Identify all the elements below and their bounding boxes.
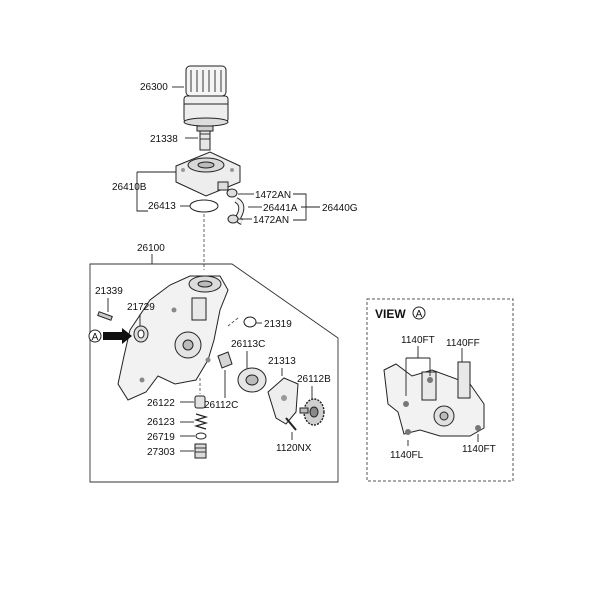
view-a-box <box>366 298 514 482</box>
oil-filter-label: 26300 <box>140 82 168 93</box>
oring-drawing <box>243 316 257 328</box>
oil-pump-assembly-label: 26100 <box>137 243 165 254</box>
relief-plug-label: 27303 <box>147 447 175 458</box>
view-box-marker-letter: A <box>416 309 423 320</box>
view-a-marker: A <box>88 328 132 344</box>
bolt-top-left-label: 1140FT <box>401 335 435 346</box>
front-seal-label: 21729 <box>127 302 155 313</box>
view-box-marker <box>412 306 426 320</box>
sprocket-drawing <box>299 398 325 426</box>
filter-housing-label: 26410B <box>112 182 147 193</box>
relief-plug-drawing <box>194 443 207 459</box>
relief-washer-drawing <box>195 432 207 440</box>
bolt-bottom-right-label: 1140FT <box>462 444 496 455</box>
hose-label: 26441A <box>263 203 298 214</box>
pump-body-drawing <box>117 275 229 401</box>
bolt-bottom-left-label: 1140FL <box>390 450 424 461</box>
cover-bolt-drawing <box>285 417 297 431</box>
pump-cover-label: 21313 <box>268 356 296 367</box>
hose-clamp-lower-label: 1472AN <box>253 215 289 226</box>
hose-assembly-label: 26440G <box>322 203 358 214</box>
relief-plunger-drawing <box>194 395 206 409</box>
assembly-outline <box>89 263 339 483</box>
hose-clamp-upper-label: 1472AN <box>255 190 291 201</box>
housing-gasket-drawing <box>189 199 219 213</box>
outer-rotor-label: 26112C <box>204 400 238 411</box>
filter-stud-label: 21338 <box>150 134 178 145</box>
oil-filter-drawing <box>183 65 229 127</box>
oring-label: 21319 <box>264 319 292 330</box>
relief-washer-label: 26719 <box>147 432 175 443</box>
filter-housing-drawing <box>175 151 241 197</box>
inner-rotor-label: 26113C <box>231 339 265 350</box>
bolt-top-right-label: 1140FF <box>446 338 480 349</box>
relief-spring-drawing <box>193 413 209 430</box>
inner-rotor-drawing <box>237 367 267 393</box>
dowel-pin-label: 21339 <box>95 286 123 297</box>
cover-bolt-label: 1120NX <box>276 443 312 454</box>
view-a-marker-letter: A <box>92 332 99 343</box>
hose-assembly-drawing <box>226 188 245 225</box>
sprocket-label: 26112B <box>297 374 331 385</box>
view-a-pump-drawing <box>383 361 485 437</box>
filter-stud-drawing <box>196 125 214 151</box>
housing-gasket-label: 26413 <box>148 201 176 212</box>
relief-spring-label: 26123 <box>147 417 175 428</box>
outer-rotor-drawing <box>217 351 233 369</box>
view-title: VIEW <box>375 307 406 321</box>
relief-plunger-label: 26122 <box>147 398 175 409</box>
dowel-pin-drawing <box>97 311 113 321</box>
pump-cover-drawing <box>267 377 299 425</box>
